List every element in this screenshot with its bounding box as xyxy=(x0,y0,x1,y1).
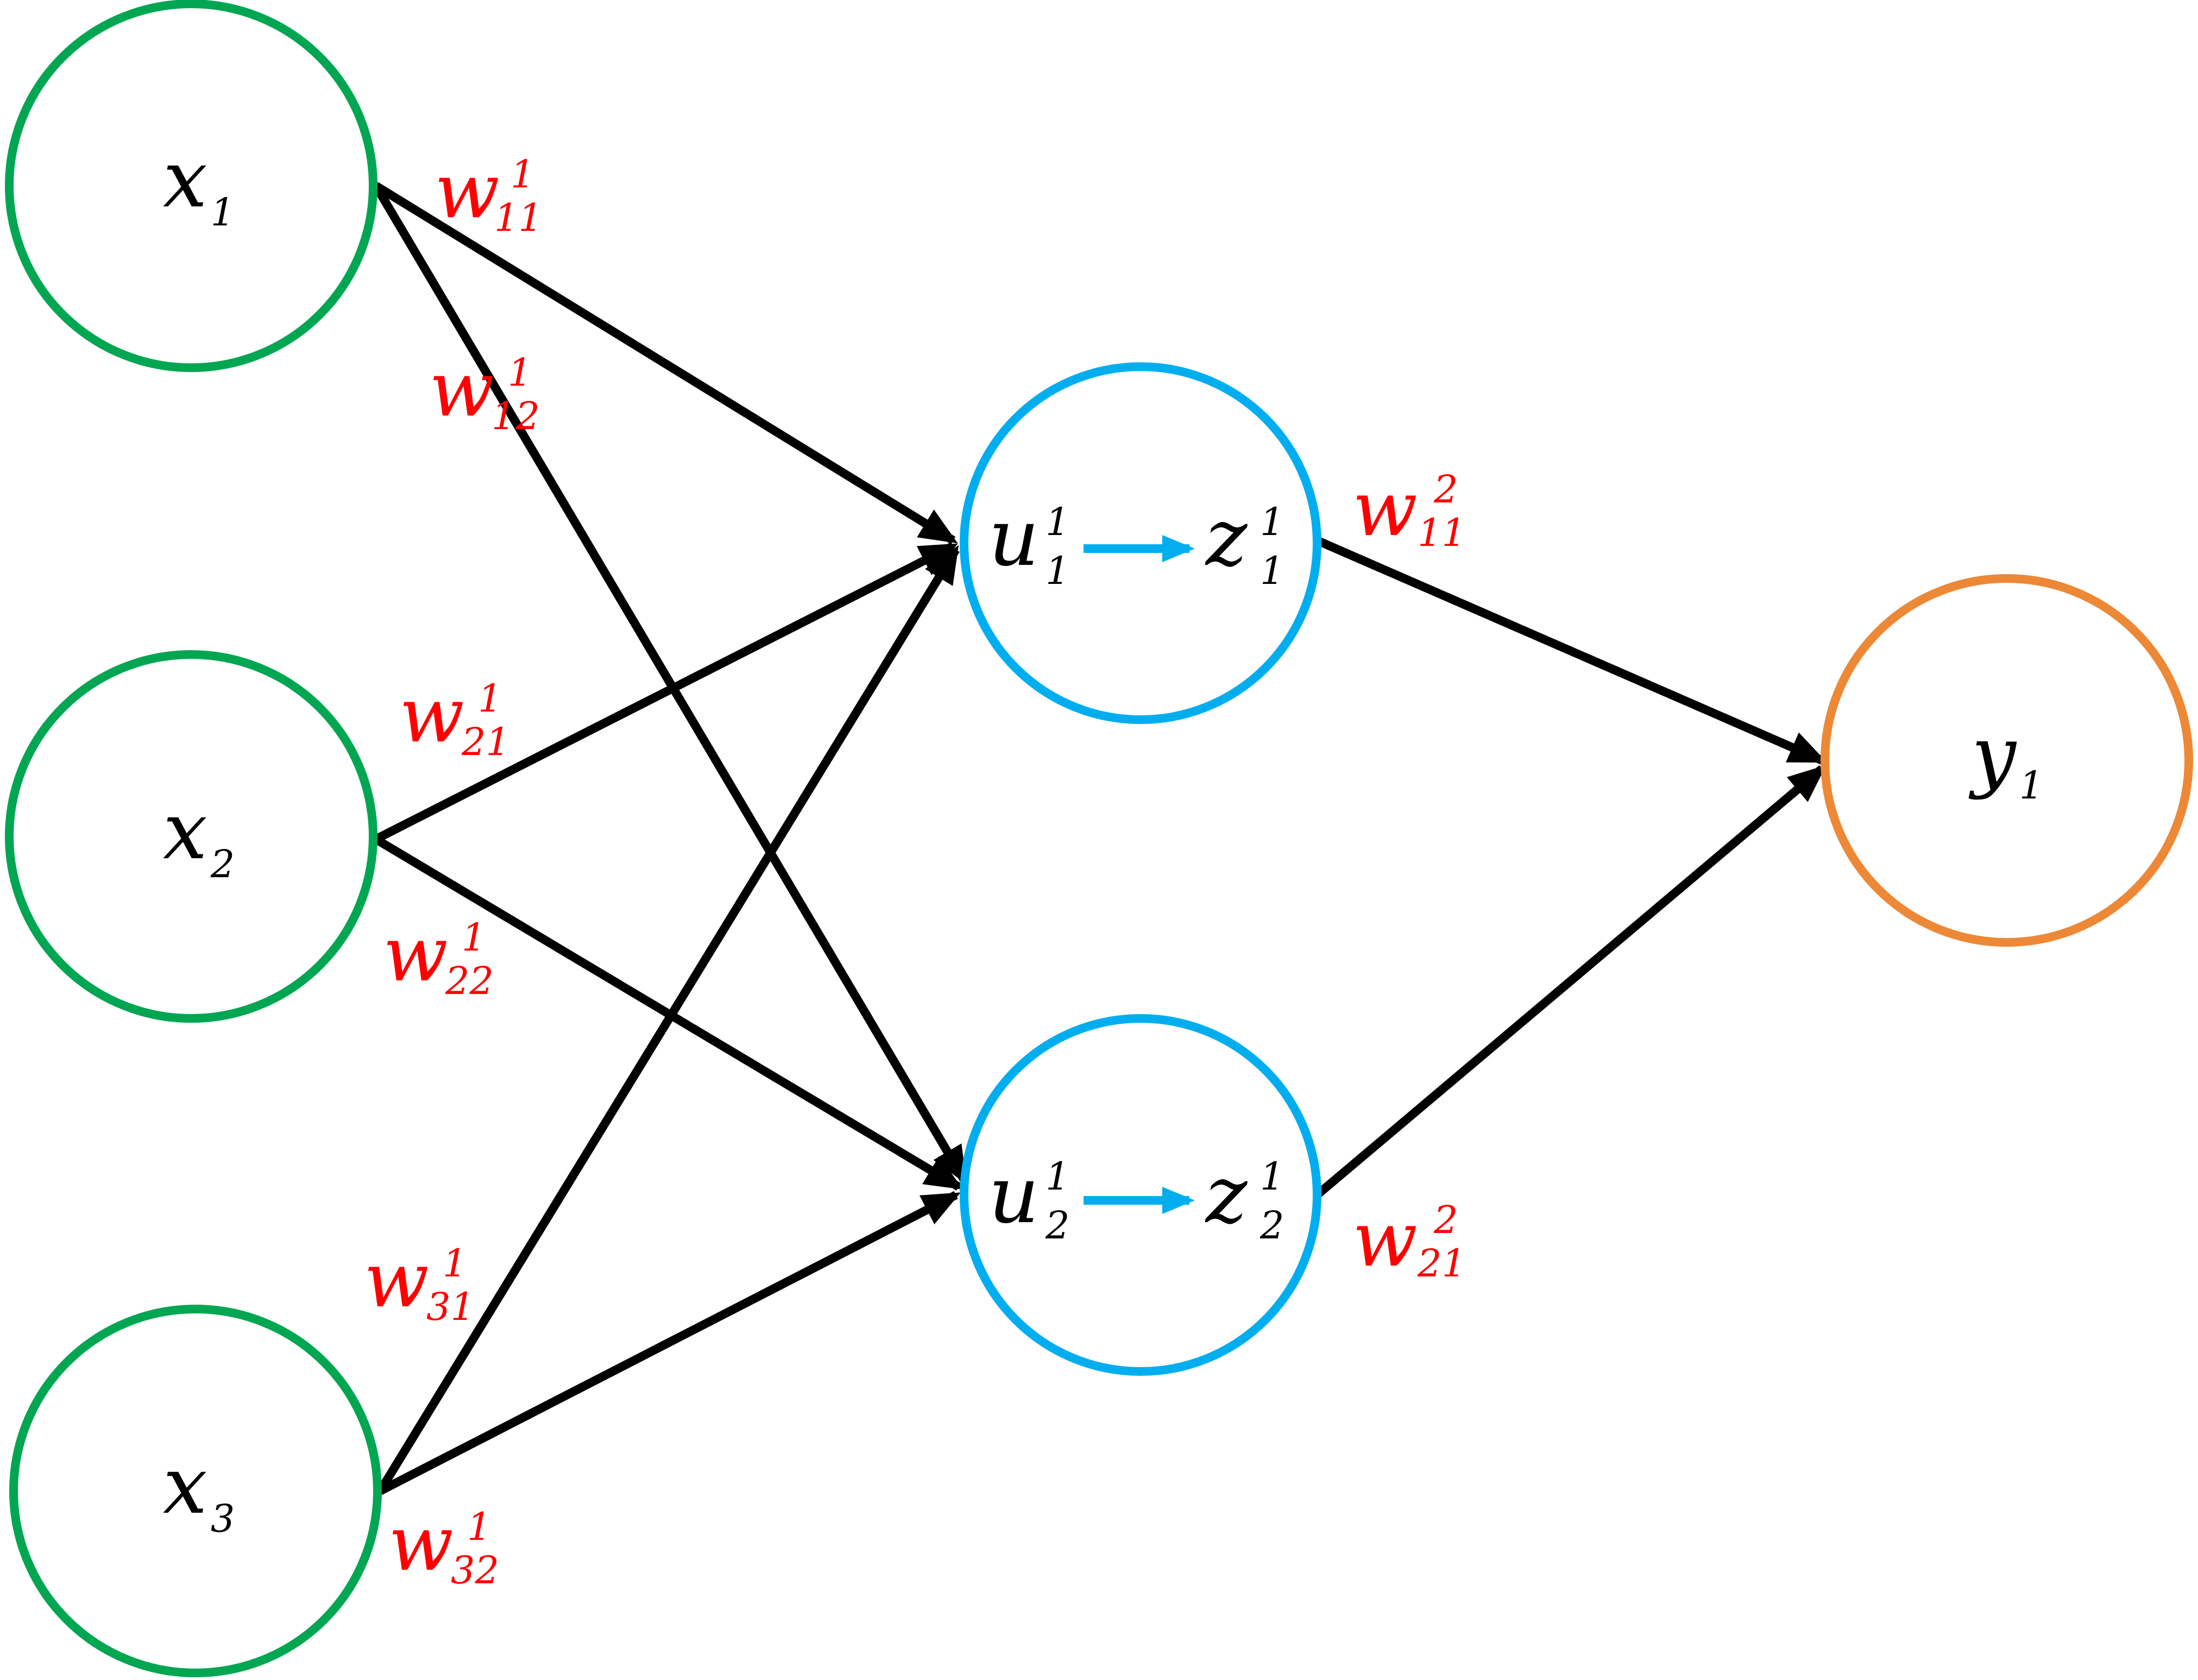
svg-text:11: 11 xyxy=(1418,511,1466,555)
hidden-node-1 xyxy=(960,362,1321,724)
input-layer: x1 x2 x3 xyxy=(5,0,382,1677)
output-node-y1 xyxy=(1821,574,2193,947)
hidden2-u-sub: 2 xyxy=(1045,1203,1070,1248)
edge-h1-y1 xyxy=(1315,536,1828,765)
svg-text:1: 1 xyxy=(462,915,486,960)
hidden2-z-sub: 2 xyxy=(1259,1203,1284,1248)
hidden1-u-sup: 1 xyxy=(1046,500,1070,544)
input-node-x2 xyxy=(5,650,377,1023)
input-label-x3: x3 xyxy=(163,1440,235,1541)
svg-text:1: 1 xyxy=(511,152,535,197)
edge-x1-h2 xyxy=(372,183,968,1185)
edges xyxy=(372,182,1828,1495)
svg-text:21: 21 xyxy=(1417,1241,1466,1286)
svg-text:w: w xyxy=(434,147,500,236)
input-label-x2: x2 xyxy=(163,785,235,886)
edge-x2-h2 xyxy=(373,835,963,1191)
svg-text:1: 1 xyxy=(478,676,502,721)
svg-text:32: 32 xyxy=(451,1548,499,1593)
hidden2-u-sup: 1 xyxy=(1046,1154,1070,1199)
svg-text:w: w xyxy=(399,671,464,760)
hidden1-z-label: z xyxy=(1205,492,1248,584)
edge-x3-h1 xyxy=(376,545,960,1494)
edge-x3-h2 xyxy=(378,1191,961,1495)
input-node-x1 xyxy=(5,0,377,372)
hidden2-u-label: u xyxy=(988,1149,1039,1241)
weight-w31-layer1: w 1 31 xyxy=(364,1236,475,1329)
svg-text:w: w xyxy=(1352,1195,1418,1284)
weight-w32-layer1: w 1 32 xyxy=(388,1500,499,1593)
svg-text:w: w xyxy=(383,910,448,999)
hidden1-u-label: u xyxy=(988,492,1039,584)
svg-text:1: 1 xyxy=(443,1241,467,1286)
svg-text:11: 11 xyxy=(494,196,543,240)
weight-labels: w 1 11 w 1 12 w 1 21 w 1 22 w 1 31 w 1 3… xyxy=(364,147,1466,1593)
svg-text:w: w xyxy=(1352,465,1418,553)
hidden-node-2 xyxy=(960,1014,1321,1376)
svg-text:31: 31 xyxy=(426,1285,475,1329)
svg-text:w: w xyxy=(364,1236,429,1325)
svg-text:w: w xyxy=(388,1500,454,1588)
weight-w22-layer1: w 1 22 xyxy=(383,910,494,1003)
weight-w21-layer2: w 2 21 xyxy=(1352,1195,1466,1286)
hidden1-z-sup: 1 xyxy=(1260,500,1284,544)
weight-w12-layer1: w 1 12 xyxy=(429,345,540,438)
svg-text:w: w xyxy=(429,345,494,434)
weight-w21-layer1: w 1 21 xyxy=(399,671,510,764)
output-label-y1: y1 xyxy=(1968,709,2043,808)
hidden2-z-sup: 1 xyxy=(1260,1154,1284,1199)
input-node-x3 xyxy=(9,1305,382,1677)
edge-x1-h1 xyxy=(373,182,958,544)
hidden1-u-sub: 1 xyxy=(1046,549,1070,593)
weight-w11-layer2: w 2 11 xyxy=(1352,465,1466,555)
svg-text:21: 21 xyxy=(461,720,510,764)
hidden2-z-label: z xyxy=(1205,1149,1248,1241)
svg-text:1: 1 xyxy=(467,1505,492,1549)
edge-h2-y1 xyxy=(1314,765,1827,1199)
svg-text:1: 1 xyxy=(508,350,532,395)
svg-text:22: 22 xyxy=(445,959,494,1003)
hidden-layer: u 1 1 z 1 1 u 1 2 z 1 2 xyxy=(960,362,1321,1376)
svg-text:2: 2 xyxy=(1433,467,1458,512)
edge-x2-h1 xyxy=(374,542,958,844)
weight-w11-layer1: w 1 11 xyxy=(434,147,543,240)
output-layer: y1 xyxy=(1821,574,2193,947)
input-label-x1: x1 xyxy=(163,134,235,235)
svg-text:2: 2 xyxy=(1433,1198,1458,1242)
svg-text:12: 12 xyxy=(492,394,540,438)
hidden1-z-sub: 1 xyxy=(1260,549,1284,593)
